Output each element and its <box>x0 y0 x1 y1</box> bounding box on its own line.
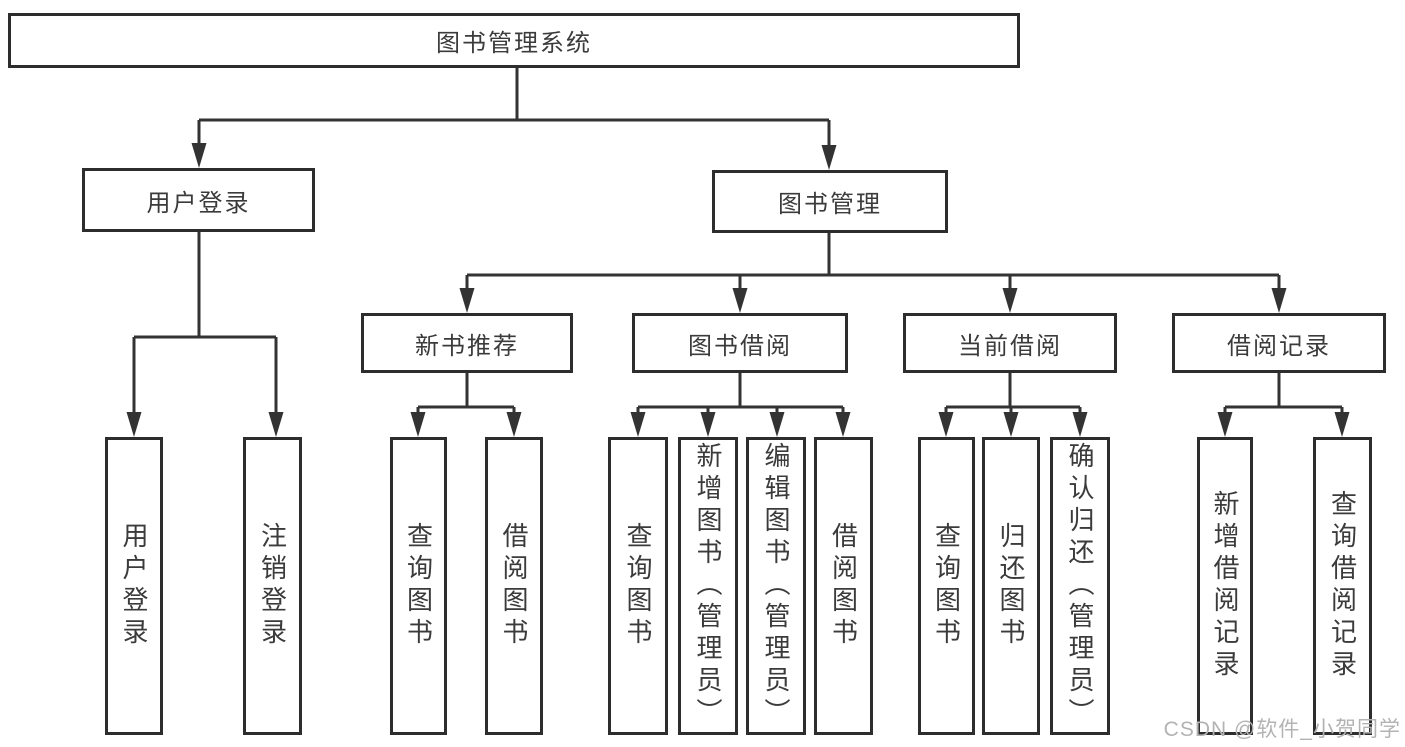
node-book-management: 图书管理 <box>712 170 948 233</box>
leaf-add-borrow-record-label: 新增借阅记录 <box>1210 490 1240 682</box>
node-root-label: 图书管理系统 <box>436 30 592 57</box>
node-root: 图书管理系统 <box>8 13 1020 68</box>
node-current-borrowing-label: 当前借阅 <box>958 332 1062 360</box>
leaf-edit-book-admin-label: 编辑图书（管理员） <box>761 442 791 730</box>
node-user-login-label: 用户登录 <box>146 189 251 217</box>
node-book-borrowing-label: 图书借阅 <box>688 332 792 360</box>
leaf-edit-book-admin: 编辑图书（管理员） <box>746 437 806 735</box>
arrowhead <box>1003 412 1019 437</box>
connector-root-to-level2 <box>197 68 831 150</box>
leaf-query-books-3-label: 查询图书 <box>931 522 962 650</box>
arrowhead <box>459 288 475 313</box>
leaf-query-borrow-record: 查询借阅记录 <box>1313 437 1372 735</box>
connector-currentborrow-to-leaves <box>944 372 1082 417</box>
node-user-login: 用户登录 <box>82 168 315 232</box>
arrowhead <box>835 412 851 437</box>
leaf-query-books-1-label: 查询图书 <box>403 522 434 650</box>
arrowhead <box>630 412 646 437</box>
leaf-borrow-books-2-label: 借阅图书 <box>828 522 859 650</box>
connector-borrowrecords-to-leaves <box>1223 372 1344 417</box>
connector-bookmgmt-to-level3 <box>465 232 1281 293</box>
leaf-user-login-label: 用户登录 <box>119 522 149 650</box>
arrowhead <box>1002 288 1018 313</box>
leaf-query-books-1: 查询图书 <box>390 437 447 735</box>
arrowhead <box>1072 412 1088 437</box>
leaf-return-books-label: 归还图书 <box>996 522 1026 650</box>
arrowhead <box>1271 288 1287 313</box>
arrowhead <box>506 412 522 437</box>
leaf-logout-login: 注销登录 <box>243 437 302 735</box>
leaf-query-borrow-record-label: 查询借阅记录 <box>1327 490 1358 682</box>
arrowhead <box>126 412 142 437</box>
leaf-return-books: 归还图书 <box>982 437 1040 735</box>
node-borrowing-records-label: 借阅记录 <box>1227 332 1331 360</box>
arrowhead <box>1217 412 1233 437</box>
node-new-book-recommend: 新书推荐 <box>361 313 573 373</box>
leaf-confirm-return-admin: 确认归还（管理员） <box>1050 437 1110 735</box>
arrowhead <box>1334 412 1350 437</box>
leaf-add-book-admin-label: 新增图书（管理员） <box>693 442 723 730</box>
node-book-borrowing: 图书借阅 <box>632 313 848 373</box>
arrowheads <box>126 143 1350 437</box>
arrowhead <box>410 412 426 437</box>
arrowhead <box>821 145 837 170</box>
leaf-logout-login-label: 注销登录 <box>257 522 288 650</box>
arrowhead <box>191 143 207 168</box>
arrowhead <box>268 412 284 437</box>
node-current-borrowing: 当前借阅 <box>903 313 1117 373</box>
leaf-user-login: 用户登录 <box>105 437 163 735</box>
leaf-confirm-return-admin-label: 确认归还（管理员） <box>1065 442 1095 730</box>
leaf-borrow-books-2: 借阅图书 <box>814 437 873 735</box>
arrowhead <box>769 412 785 437</box>
leaf-query-books-3: 查询图书 <box>918 437 975 735</box>
watermark: CSDN @软件_小贺同学 <box>1163 718 1401 741</box>
leaf-query-books-2-label: 查询图书 <box>623 522 653 650</box>
leaf-add-borrow-record: 新增借阅记录 <box>1197 437 1253 735</box>
arrowhead <box>938 412 954 437</box>
node-book-management-label: 图书管理 <box>778 191 882 218</box>
leaf-borrow-books-1: 借阅图书 <box>485 437 543 735</box>
leaf-query-books-2: 查询图书 <box>608 437 668 735</box>
node-borrowing-records: 借阅记录 <box>1172 313 1386 373</box>
node-new-book-recommend-label: 新书推荐 <box>415 332 519 360</box>
connector-bookborrow-to-leaves <box>636 372 845 417</box>
leaf-add-book-admin: 新增图书（管理员） <box>678 437 738 735</box>
connector-userlogin-to-leaves <box>132 231 278 417</box>
leaf-borrow-books-1-label: 借阅图书 <box>499 522 529 650</box>
arrowhead <box>732 288 748 313</box>
arrowhead <box>700 412 716 437</box>
connector-newbookrec-to-leaves <box>416 372 516 417</box>
